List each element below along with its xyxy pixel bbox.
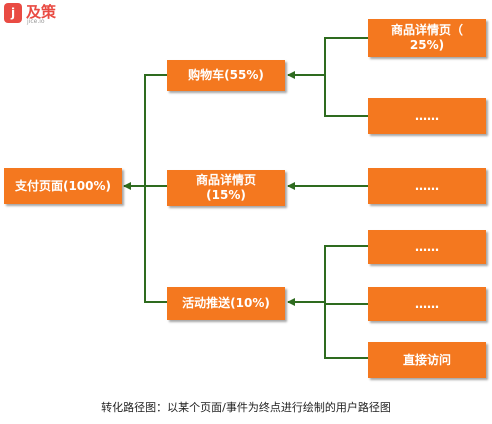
- node-direct-access: 直接访问: [368, 342, 486, 378]
- edge-cart-src1-to-cart: [324, 37, 368, 75]
- node-product-source-more: ……: [368, 168, 486, 204]
- logo-name: 及策: [26, 3, 57, 21]
- logo-mark-icon: j: [4, 3, 22, 23]
- node-campaign-source-more-2: ……: [368, 287, 486, 321]
- jice-logo: j 及策 jice.io: [4, 2, 84, 25]
- node-cart-source-more: ……: [368, 98, 486, 134]
- node-cart: 购物车(55%): [167, 60, 285, 91]
- node-campaign-push: 活动推送(10%): [167, 287, 285, 320]
- node-campaign-source-more-1: ……: [368, 230, 486, 264]
- figure-caption: 转化路径图：以某个页面/事件为终点进行绘制的用户路径图: [101, 401, 391, 414]
- node-product-detail: 商品详情页 (15%): [167, 170, 285, 206]
- edge-cart-src2-to-cart: [324, 75, 368, 117]
- node-cart-source-product-detail: 商品详情页（ 25%): [368, 19, 486, 57]
- edge-campaign-src1-to-campaign: [324, 245, 368, 359]
- node-payment-page: 支付页面(100%): [4, 168, 122, 204]
- logo-domain: jice.io: [27, 18, 45, 25]
- edge-campaign-to-root: [144, 186, 167, 303]
- edge-cart-to-root: [144, 74, 167, 186]
